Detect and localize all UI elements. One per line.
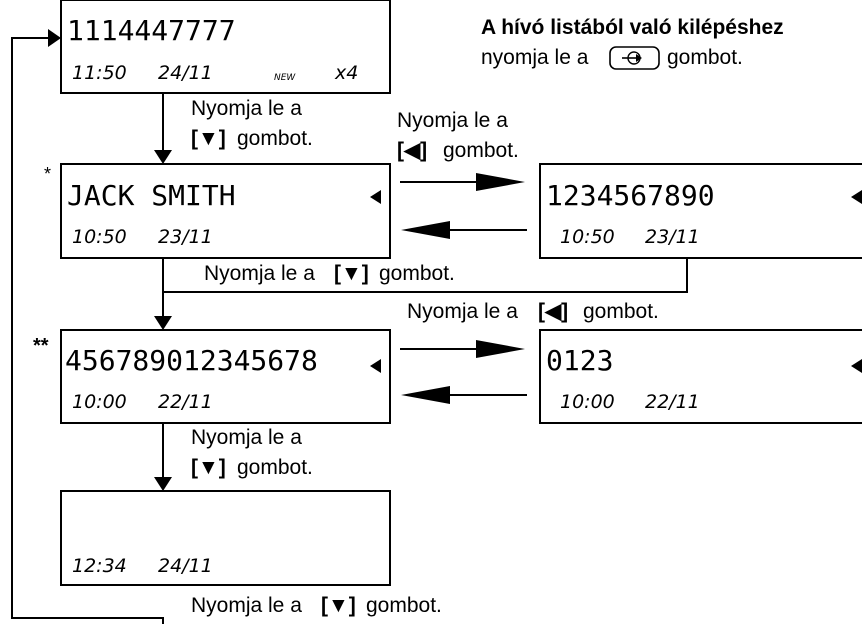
right-arrowhead-2 (476, 340, 525, 358)
display-jack-smith: JACK SMITH 10:50 23/11 (60, 163, 391, 259)
down-arrowhead-1 (154, 150, 172, 164)
merge-lines (162, 258, 688, 318)
left-triangle-icon (370, 359, 381, 373)
short-number-time: 10:00 (560, 391, 615, 413)
step4-gombot: gombot. (366, 594, 442, 617)
exit-instruction-prefix: nyomja le a (481, 46, 589, 69)
display-new-call: 1114447777 11:50 24/11 NEW x4 (60, 0, 391, 94)
display-blank: 12:34 24/11 (60, 490, 391, 586)
short-number: 0123 (546, 344, 613, 377)
return-loop-line (11, 37, 164, 624)
jack-name: JACK SMITH (67, 179, 236, 212)
new-badge: NEW (274, 73, 296, 83)
exit-instruction-title: A hívó listából való kilépéshez (481, 16, 784, 39)
left-step2-key: [◀] (538, 300, 568, 323)
new-call-date: 24/11 (158, 62, 213, 84)
step1-label-gombot: gombot. (237, 127, 313, 150)
left-step1-gombot: gombot. (443, 139, 519, 162)
step2-down-key: [▼] (334, 262, 369, 285)
step3-gombot: gombot. (237, 456, 313, 479)
exit-instruction-suffix: gombot. (667, 46, 743, 69)
step4-label: Nyomja le a (191, 594, 302, 617)
entry-arrowhead (48, 29, 61, 47)
jack-number: 1234567890 (546, 179, 715, 212)
long-number-date: 22/11 (158, 391, 213, 413)
left-step1-label-line1: Nyomja le a (397, 109, 508, 132)
new-call-time: 11:50 (72, 62, 127, 84)
blank-time: 12:34 (72, 555, 127, 577)
display-long-number: 456789012345678 10:00 22/11 (60, 329, 391, 424)
jack-number-date: 23/11 (645, 226, 700, 248)
step4-down-key: [▼] (321, 594, 356, 617)
step1-down-key: [▼] (191, 127, 226, 150)
step3-label-line1: Nyomja le a (191, 426, 302, 449)
short-number-date: 22/11 (645, 391, 700, 413)
left-step2-label: Nyomja le a (407, 300, 518, 323)
left-arrowhead-1 (401, 221, 450, 239)
down-arrowhead-3 (154, 477, 172, 491)
long-number-time: 10:00 (72, 391, 127, 413)
jack-number-time: 10:50 (560, 226, 615, 248)
step2-label: Nyomja le a (204, 262, 315, 285)
display-short-number: 0123 10:00 22/11 (539, 329, 862, 424)
jack-time: 10:50 (72, 226, 127, 248)
left-triangle-icon (851, 359, 862, 373)
down-arrowhead-2 (154, 316, 172, 330)
step3-down-key: [▼] (191, 456, 226, 479)
new-call-number: 1114447777 (67, 14, 236, 47)
blank-date: 24/11 (158, 555, 213, 577)
call-count: x4 (334, 62, 358, 84)
right-arrowhead-1 (476, 173, 525, 191)
left-step1-key: [◀] (397, 139, 427, 162)
step1-label-line1: Nyomja le a (191, 97, 302, 120)
single-star-mark: * (44, 164, 51, 184)
display-jack-number: 1234567890 10:50 23/11 (539, 163, 862, 259)
double-star-mark: ** (33, 335, 49, 357)
left-step2-gombot: gombot. (583, 300, 659, 323)
left-triangle-icon (370, 190, 381, 204)
left-arrowhead-2 (401, 386, 450, 404)
jack-date: 23/11 (158, 226, 213, 248)
left-triangle-icon (851, 190, 862, 204)
long-number: 456789012345678 (65, 344, 318, 377)
exit-key-icon (609, 46, 660, 70)
step2-gombot: gombot. (379, 262, 455, 285)
